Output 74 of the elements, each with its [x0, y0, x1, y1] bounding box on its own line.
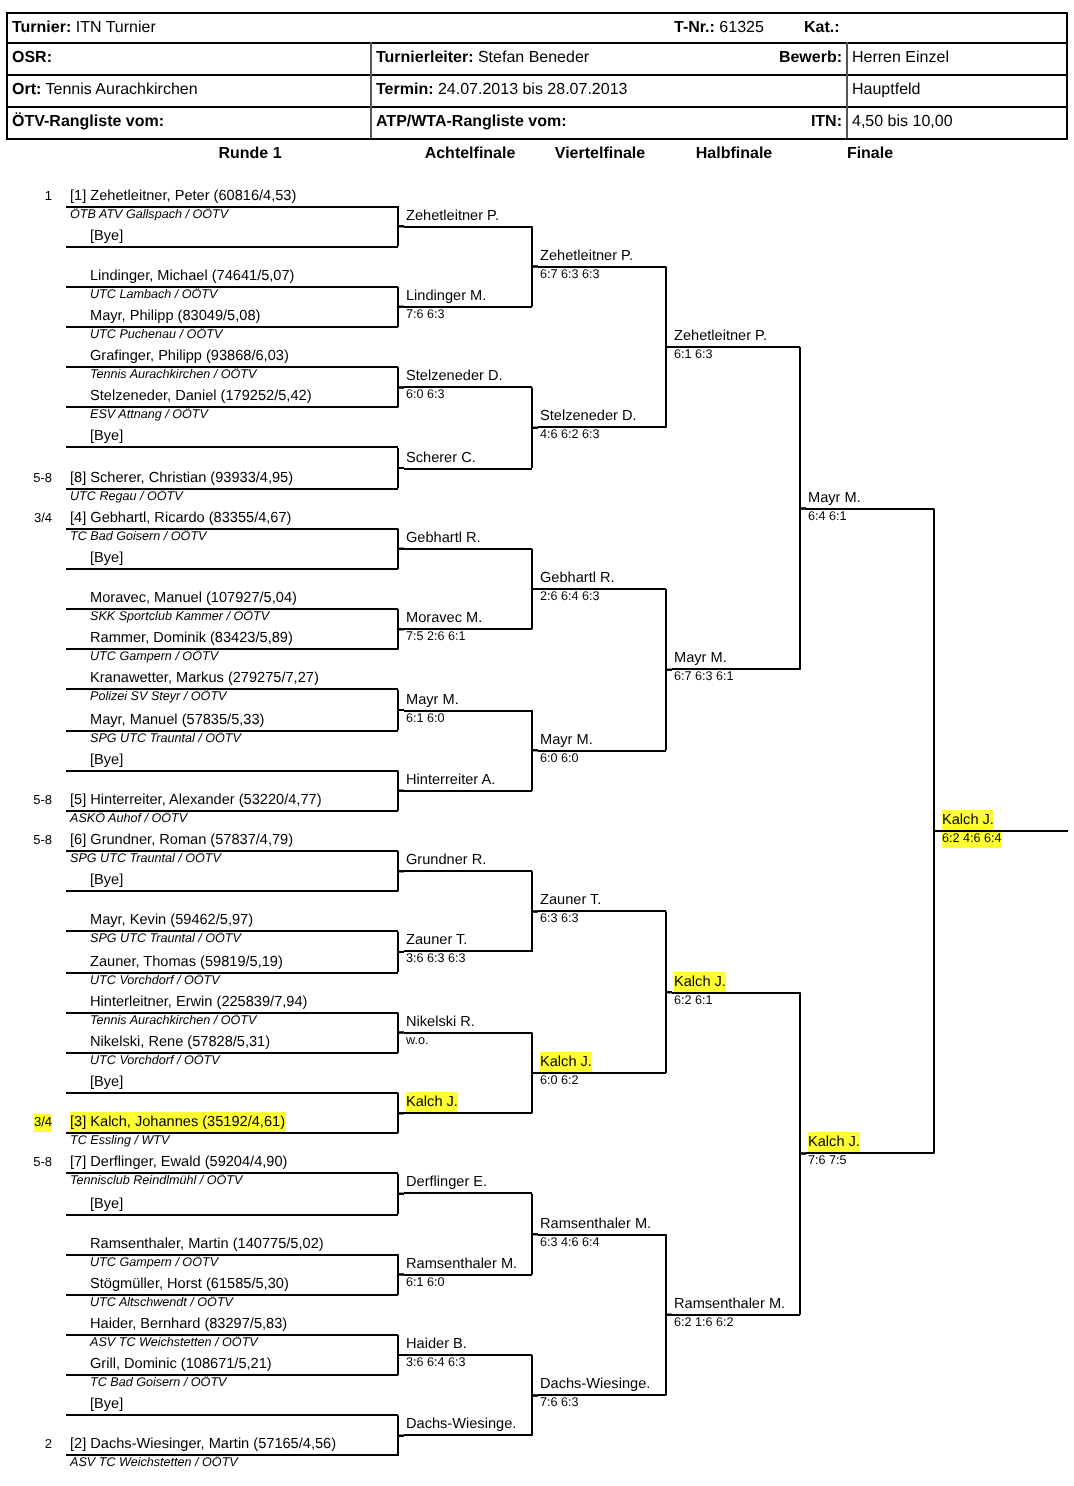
- bracket-line: [397, 527, 405, 550]
- header-field: ÖTV-Rangliste vom:: [12, 112, 165, 132]
- bracket-line: [397, 1172, 405, 1195]
- bracket-line: [397, 386, 405, 409]
- bracket-line: [531, 910, 539, 953]
- bracket-line: [799, 991, 807, 1155]
- bracket-line: [665, 346, 673, 429]
- bracket-line: [397, 1434, 405, 1457]
- bracket-line: [531, 1031, 539, 1074]
- bracket-line: [397, 769, 405, 792]
- header-field: ITN:: [810, 112, 842, 132]
- bracket-line: [531, 588, 539, 631]
- header-field: Ort: Tennis Aurachkirchen: [12, 80, 198, 100]
- column-heading: Halbfinale: [695, 144, 773, 164]
- header-field: OSR:: [12, 48, 52, 68]
- bracket-line: [665, 588, 673, 671]
- column-heading: Finale: [846, 144, 894, 164]
- bracket-line: [397, 366, 405, 389]
- bracket-line: [397, 1192, 405, 1215]
- header-field: Bewerb:: [778, 48, 842, 68]
- bracket-line: [397, 608, 405, 631]
- header-field: T-Nr.: 61325: [674, 18, 764, 38]
- bracket-line: [665, 910, 673, 994]
- header-field: Hauptfeld: [852, 80, 921, 100]
- bracket-line: [531, 1192, 539, 1236]
- bracket-line: [531, 1394, 539, 1437]
- bracket-line: [531, 225, 539, 268]
- bracket-line: [397, 1011, 405, 1034]
- header-field: Turnier: ITN Turnier: [12, 18, 156, 38]
- column-heading: Runde 1: [218, 144, 282, 164]
- bracket-line: [665, 1233, 673, 1316]
- header-field: 4,50 bis 10,00: [852, 112, 953, 132]
- bracket-line: [397, 1112, 405, 1135]
- bracket-line: [933, 507, 941, 832]
- bracket-line: [933, 829, 941, 1155]
- header-field: Termin: 24.07.2013 bis 28.07.2013: [376, 80, 628, 100]
- header-field: ATP/WTA-Rangliste vom:: [376, 112, 567, 132]
- bracket-line: [665, 265, 673, 349]
- bracket-line: [397, 1273, 405, 1296]
- bracket-line: [397, 1253, 405, 1276]
- bracket-line: [531, 547, 539, 591]
- bracket-line: [531, 749, 539, 792]
- column-heading: Viertelfinale: [554, 144, 646, 164]
- bracket-line: [397, 205, 405, 228]
- bracket-line: [799, 346, 807, 510]
- bracket-line: [531, 386, 539, 429]
- bracket-line: [397, 1031, 405, 1054]
- bracket-line: [531, 870, 539, 913]
- bracket-line: [531, 426, 539, 470]
- bracket-line: [397, 1092, 405, 1115]
- bracket-line: [665, 1313, 673, 1397]
- bracket-line: [799, 507, 807, 671]
- header-field: Turnierleiter: Stefan Beneder: [376, 48, 590, 68]
- bracket-line: [397, 870, 405, 893]
- bracket-line: [531, 1071, 539, 1115]
- bracket-line: [397, 225, 405, 248]
- column-heading: Achtelfinale: [424, 144, 516, 164]
- bracket-line: [531, 1354, 539, 1397]
- bracket-line: [799, 1152, 807, 1316]
- bracket-line: [531, 709, 539, 752]
- draw-slot: [66, 1112, 398, 1153]
- bracket-line: [665, 991, 673, 1074]
- bracket-line: [397, 285, 405, 308]
- header-field: Kat.:: [804, 18, 840, 38]
- bracket-line: [397, 789, 405, 812]
- bracket-line: [397, 1414, 405, 1437]
- bracket-line: [397, 628, 405, 651]
- bracket-line: [665, 668, 673, 752]
- bracket-line: [397, 850, 405, 873]
- bracket-line: [397, 547, 405, 570]
- bracket-line: [397, 305, 405, 328]
- header-field: Herren Einzel: [852, 48, 949, 68]
- bracket-line: [531, 1233, 539, 1276]
- bracket-line: [531, 265, 539, 308]
